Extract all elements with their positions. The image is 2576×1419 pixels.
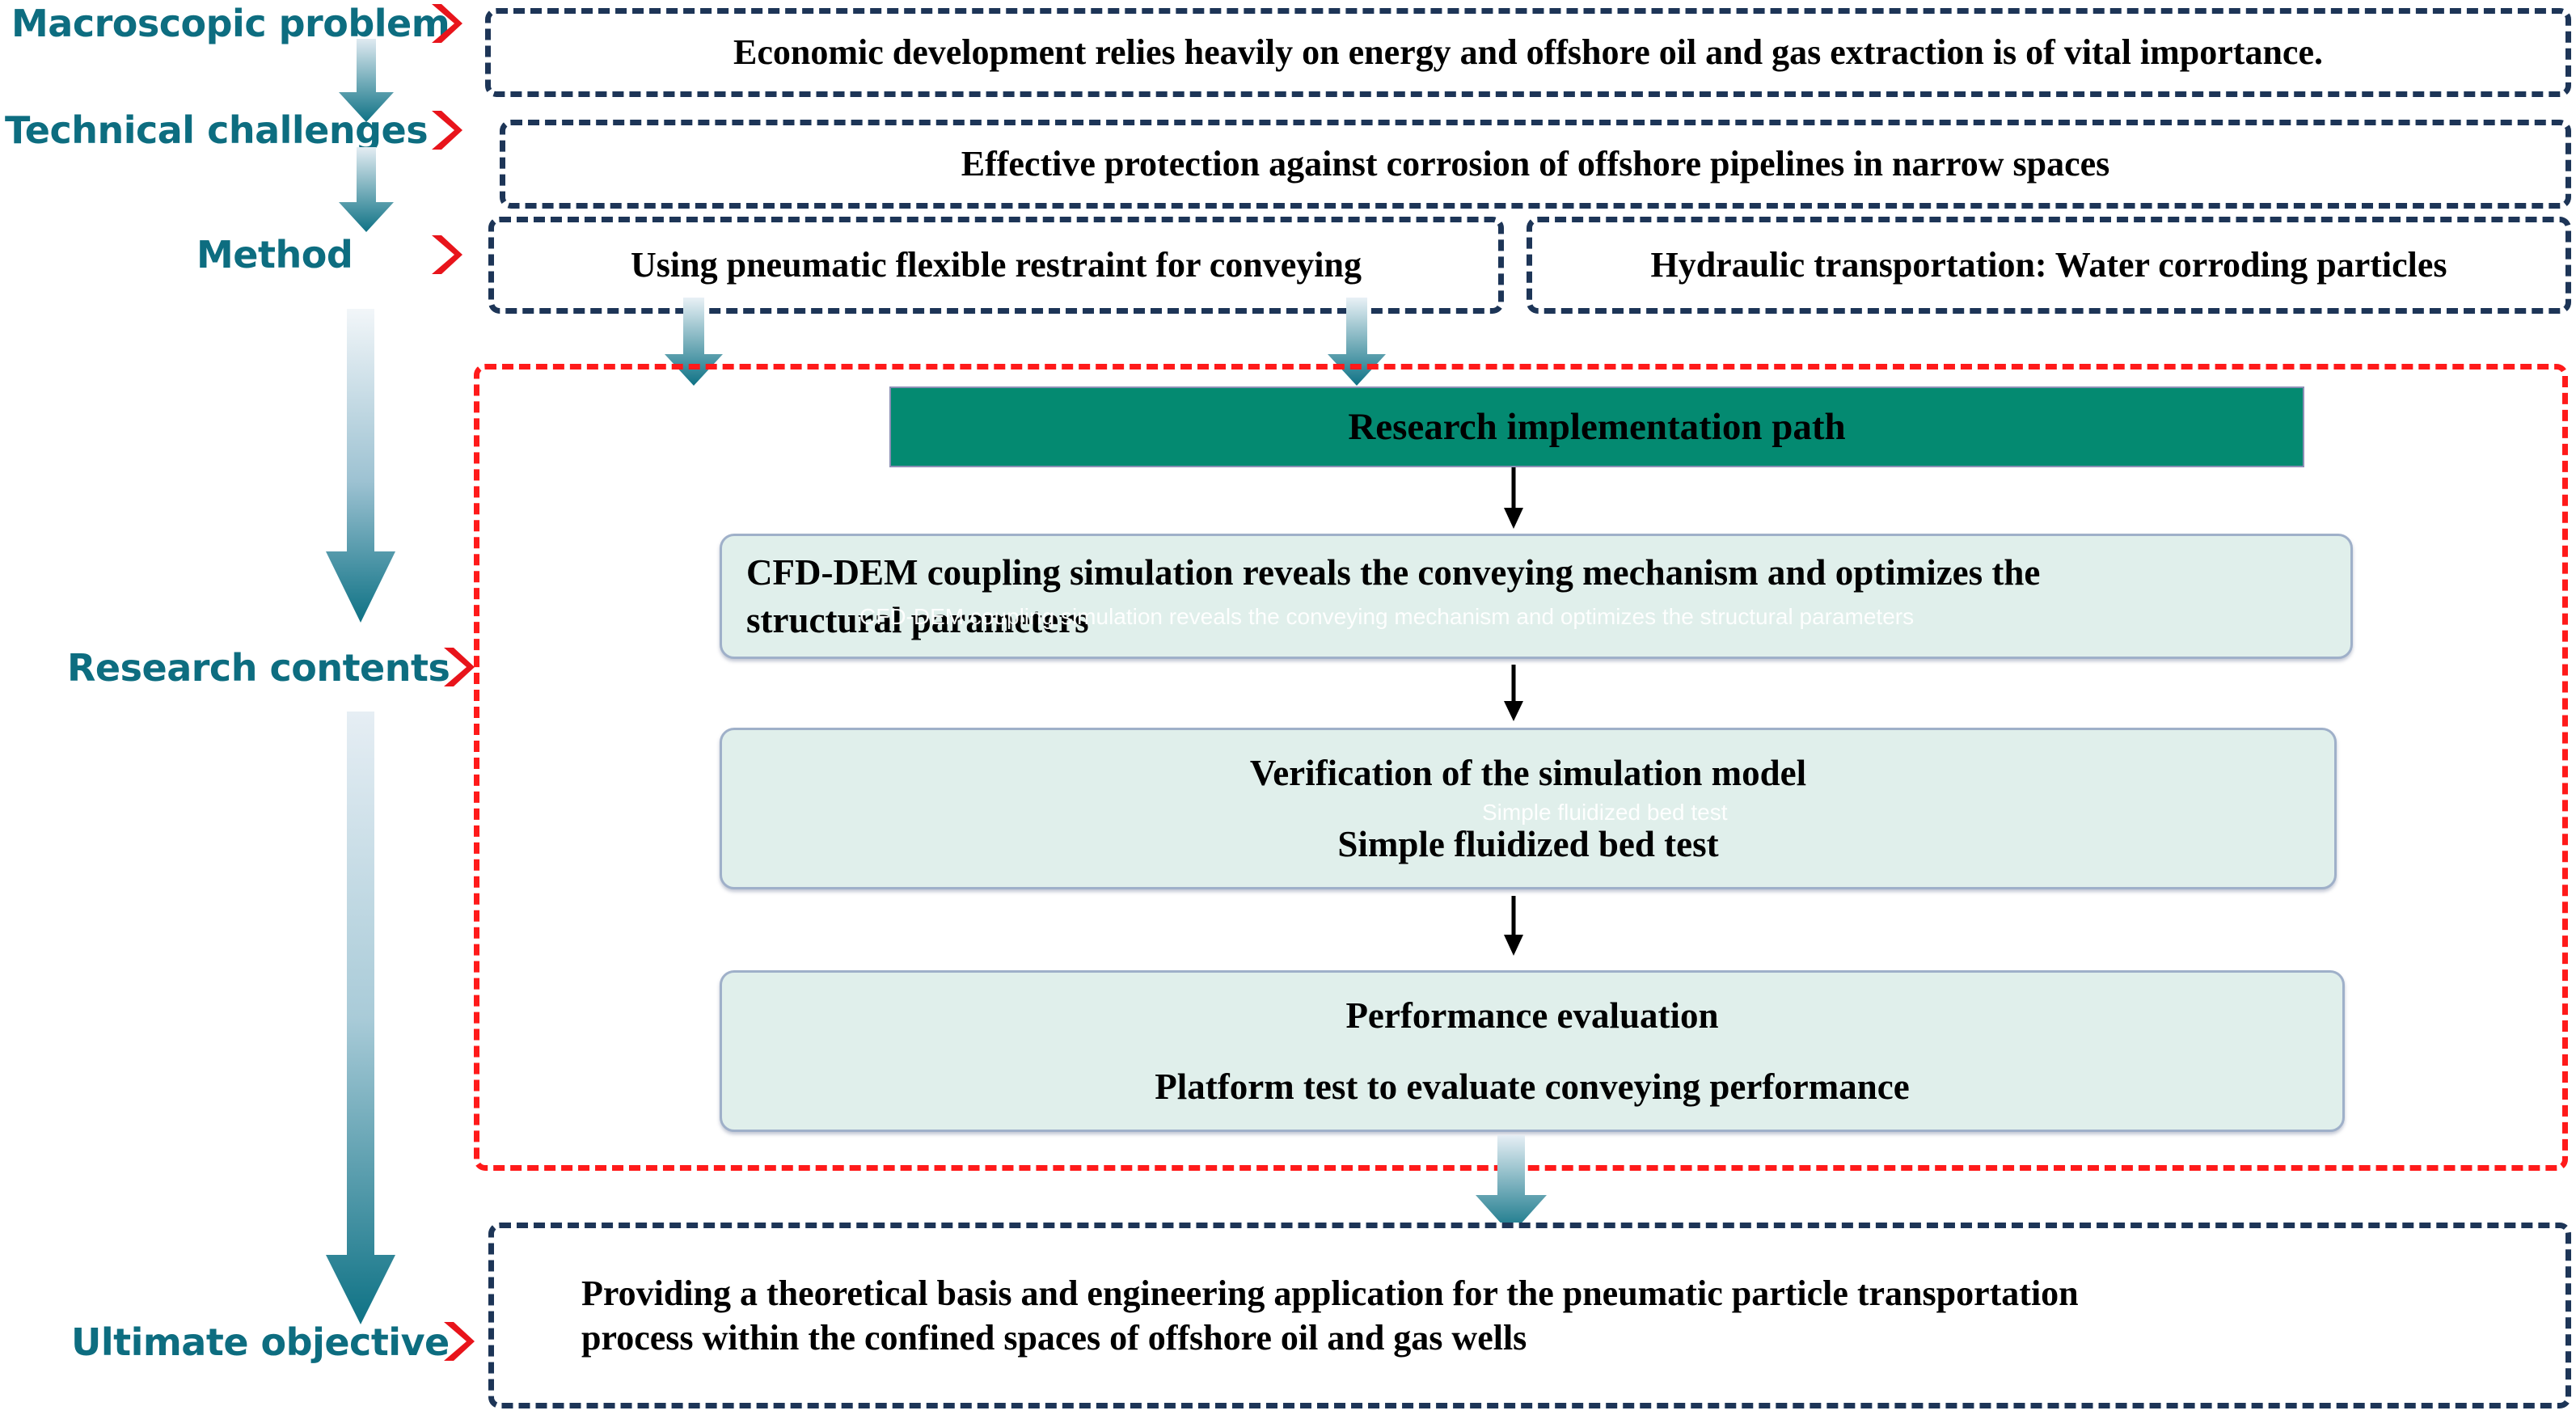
gradient-down-arrow-icon <box>337 147 395 233</box>
down-arrow-icon <box>1500 467 1527 530</box>
gradient-down-arrow-icon <box>337 39 395 123</box>
research-step-verification-line2: Simple fluidized bed test <box>1337 824 1719 864</box>
macroscopic-problem-text: Economic development relies heavily on e… <box>733 32 2323 73</box>
gradient-down-arrow-icon <box>1326 298 1387 386</box>
gradient-down-arrow-icon <box>663 298 724 386</box>
chevron-right-icon <box>439 1320 476 1363</box>
spacer <box>722 1039 2342 1063</box>
research-step-cfd-dem-line1: CFD-DEM coupling simulation reveals the … <box>746 552 2041 593</box>
down-arrow-icon <box>1500 896 1527 957</box>
gradient-down-arrow-icon <box>1474 1135 1548 1235</box>
ultimate-objective-text: Providing a theoretical basis and engine… <box>494 1271 2565 1361</box>
research-step-performance: Performance evaluation Platform test to … <box>720 970 2345 1132</box>
method-right-text: Hydraulic transportation: Water corrodin… <box>1650 245 2447 285</box>
research-step-cfd-dem: CFD-DEM coupling simulation reveals the … <box>720 534 2353 659</box>
chevron-right-icon <box>427 108 464 152</box>
method-left-text: Using pneumatic flexible restraint for c… <box>631 245 1362 285</box>
spacer <box>722 796 2334 821</box>
ultimate-objective-line2: process within the confined spaces of of… <box>581 1318 1527 1358</box>
technical-challenges-text: Effective protection against corrosion o… <box>961 144 2110 184</box>
method-left-box: Using pneumatic flexible restraint for c… <box>488 217 1504 314</box>
chevron-right-icon <box>427 2 464 45</box>
research-step-cfd-dem-line2: structural parameters <box>746 599 1089 640</box>
research-implementation-path-header: Research implementation path <box>889 386 2304 467</box>
method-right-box: Hydraulic transportation: Water corrodin… <box>1527 217 2571 314</box>
research-step-performance-line1: Performance evaluation <box>1345 995 1719 1036</box>
ultimate-objective-box: Providing a theoretical basis and engine… <box>488 1223 2571 1408</box>
gradient-down-arrow-icon <box>324 309 397 624</box>
ultimate-objective-line1: Providing a theoretical basis and engine… <box>581 1273 2079 1313</box>
rail-label-method: Method <box>196 233 353 277</box>
down-arrow-icon <box>1500 665 1527 723</box>
rail-label-research-contents: Research contents <box>67 646 450 690</box>
rail-label-ultimate-objective: Ultimate objective <box>71 1320 450 1364</box>
research-step-performance-line2: Platform test to evaluate conveying perf… <box>1155 1066 1910 1107</box>
chevron-right-icon <box>439 645 476 689</box>
chevron-right-icon <box>427 233 464 277</box>
research-implementation-path-text: Research implementation path <box>1348 406 1846 448</box>
gradient-down-arrow-icon <box>324 712 397 1326</box>
rail-label-technical-challenges: Technical challenges <box>5 108 429 152</box>
research-step-verification: Verification of the simulation model Sim… <box>720 728 2337 889</box>
technical-challenges-box: Effective protection against corrosion o… <box>500 120 2571 209</box>
research-step-verification-line1: Verification of the simulation model <box>1249 752 1807 793</box>
macroscopic-problem-box: Economic development relies heavily on e… <box>485 8 2571 97</box>
rail-label-macroscopic-problem: Macroscopic problem <box>11 2 450 45</box>
